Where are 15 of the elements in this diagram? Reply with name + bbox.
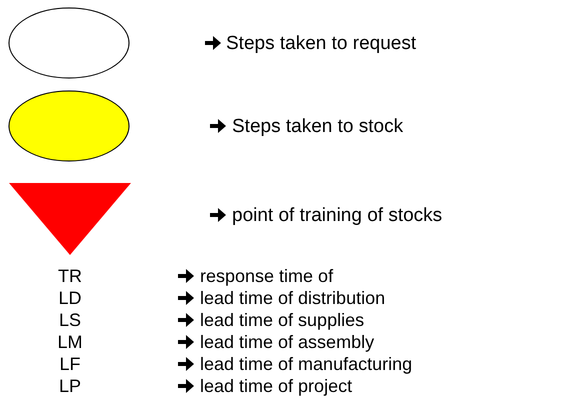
abbreviation: LS bbox=[58, 311, 82, 329]
definition-text: lead time of assembly bbox=[200, 333, 374, 351]
abbreviation: LF bbox=[58, 355, 82, 373]
legend-text: Steps taken to stock bbox=[232, 116, 404, 136]
definition-text: lead time of supplies bbox=[200, 311, 364, 329]
definition-text: response time of bbox=[200, 267, 334, 285]
abbreviation: TR bbox=[57, 267, 83, 285]
definition-text: lead time of manufacturing bbox=[200, 355, 412, 373]
definition-text: lead time of project bbox=[200, 377, 352, 395]
abbreviation: LD bbox=[57, 289, 82, 307]
abbreviation: LP bbox=[58, 377, 82, 395]
abbreviation: LM bbox=[56, 333, 84, 351]
definition-text: lead time of distribution bbox=[200, 289, 386, 307]
legend-text: point of training of stocks bbox=[232, 206, 442, 224]
legend-text: Steps taken to request bbox=[226, 34, 416, 52]
